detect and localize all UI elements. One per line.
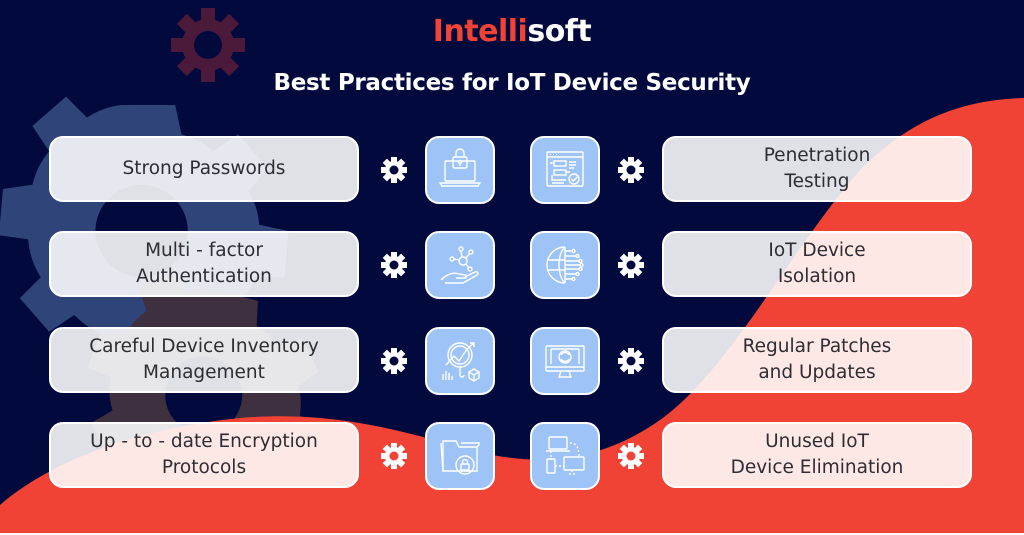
tile-device-isolation <box>530 231 600 299</box>
tile-device-elimination <box>530 422 600 490</box>
tile-strong-passwords <box>425 136 495 204</box>
practice-label: Up - to - date Encryption Protocols <box>90 431 318 478</box>
workflow-check-icon <box>546 151 584 187</box>
practice-card-patches-updates: Regular Patches and Updates <box>662 327 972 393</box>
practice-label: Strong Passwords <box>122 158 286 179</box>
brand-name-part-b: soft <box>527 14 592 49</box>
gear-icon <box>381 157 407 183</box>
tile-patches-updates <box>530 327 600 395</box>
tile-penetration-testing <box>530 136 600 204</box>
gear-icon <box>618 157 644 183</box>
gear-icon <box>381 348 407 374</box>
practice-label: Unused IoT Device Elimination <box>730 431 904 478</box>
brand-logo: Intellisoft <box>0 14 1024 49</box>
gear-icon <box>618 348 644 374</box>
gear-icon <box>618 443 644 469</box>
brand-name-part-a: Intelli <box>432 14 528 49</box>
practice-card-encryption-protocols: Up - to - date Encryption Protocols <box>49 422 359 488</box>
tile-device-inventory <box>425 327 495 395</box>
practice-card-penetration-testing: Penetration Testing <box>662 136 972 202</box>
laptop-lock-icon <box>438 148 482 187</box>
globe-circuit-icon <box>546 246 584 284</box>
practice-label: Careful Device Inventory Management <box>89 336 319 383</box>
tile-multi-factor-auth <box>425 231 495 299</box>
tile-encryption-protocols <box>425 422 495 490</box>
gear-icon <box>381 443 407 469</box>
practice-label: Regular Patches and Updates <box>742 336 892 383</box>
practice-card-device-isolation: IoT Device Isolation <box>662 231 972 297</box>
monitor-refresh-icon <box>545 345 585 378</box>
gear-icon <box>618 252 644 278</box>
practice-label: Penetration Testing <box>763 145 871 192</box>
practice-card-device-elimination: Unused IoT Device Elimination <box>662 422 972 488</box>
folder-lock-icon <box>440 440 480 475</box>
practice-card-device-inventory: Careful Device Inventory Management <box>49 327 359 393</box>
practice-label: Multi - factor Authentication <box>136 240 272 287</box>
practice-card-multi-factor-authentication: Multi - factor Authentication <box>49 231 359 297</box>
page-title: Best Practices for IoT Device Security <box>273 70 751 96</box>
magnifier-analytics-icon <box>442 342 480 382</box>
maroon-gear-icon <box>171 8 245 82</box>
practice-card-strong-passwords: Strong Passwords <box>49 136 359 202</box>
gear-icon <box>381 252 407 278</box>
practice-label: IoT Device Isolation <box>768 240 866 287</box>
hand-network-icon <box>440 246 479 284</box>
connected-devices-icon <box>546 436 585 475</box>
